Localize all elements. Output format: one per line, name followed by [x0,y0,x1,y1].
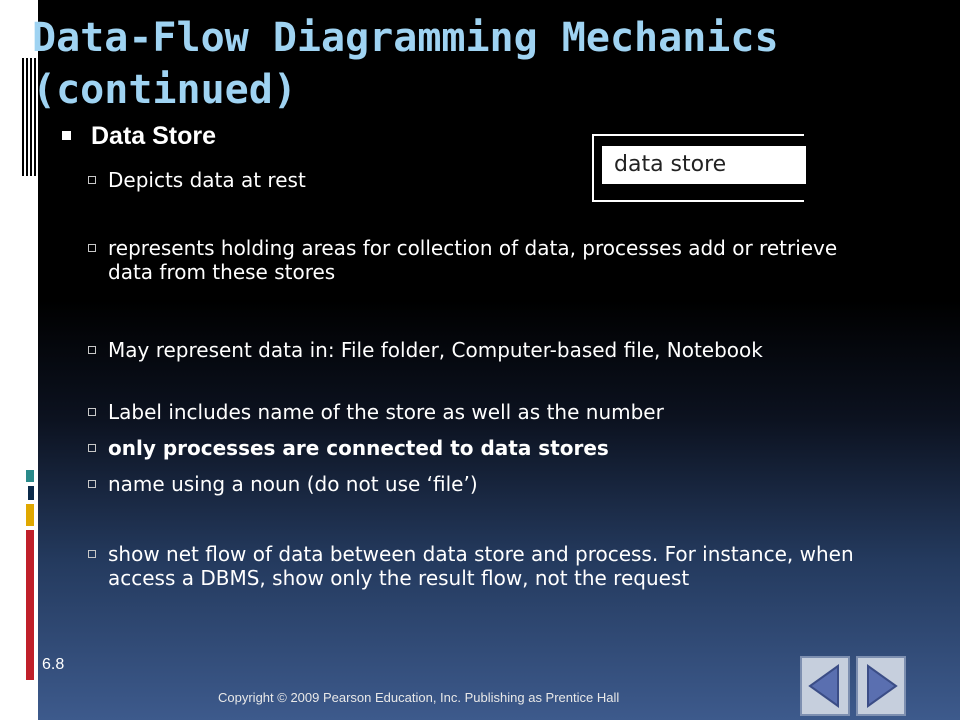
square-bullet-icon [62,130,71,140]
list-item: show net flow of data between data store… [88,542,888,590]
hollow-square-bullet-icon [88,244,96,252]
hollow-square-bullet-icon [88,408,96,416]
bullet-text: only processes are connected to data sto… [108,436,609,460]
copyright-notice: Copyright © 2009 Pearson Education, Inc.… [218,690,620,705]
list-item: only processes are connected to data sto… [88,436,888,460]
hollow-square-bullet-icon [88,346,96,354]
triangle-left-icon [808,664,839,708]
data-store-symbol [592,134,804,202]
data-store-symbol-label: data store [602,146,806,184]
hollow-square-bullet-icon [88,176,96,184]
heading-data-store: Data Store [60,122,216,151]
heading-text: Data Store [91,122,217,150]
list-item: represents holding areas for collection … [88,236,888,284]
previous-slide-button[interactable] [800,656,850,716]
list-item: May represent data in: File folder, Comp… [88,338,888,362]
bullet-text: Depicts data at rest [108,168,306,192]
bullet-text: show net flow of data between data store… [108,542,854,590]
hollow-square-bullet-icon [88,480,96,488]
list-item: Depicts data at rest [88,168,888,192]
next-slide-button[interactable] [856,656,906,716]
slide-number: 6.8 [42,656,65,673]
bullet-text: represents holding areas for collection … [108,236,838,284]
accent-navy [28,486,34,500]
slide-title: Data-Flow Diagramming Mechanics (continu… [32,15,779,113]
bullet-text: Label includes name of the store as well… [108,400,664,424]
hollow-square-bullet-icon [88,550,96,558]
bullet-text: name using a noun (do not use ‘file’) [108,472,478,496]
triangle-right-icon [867,664,898,708]
list-item: name using a noun (do not use ‘file’) [88,472,888,496]
accent-red [26,530,34,680]
left-decor-strip [0,0,38,720]
list-item: Label includes name of the store as well… [88,400,888,424]
decor-lines [22,58,38,176]
accent-gold [26,504,34,526]
bullet-text: May represent data in: File folder, Comp… [108,338,763,362]
accent-teal [26,470,34,482]
hollow-square-bullet-icon [88,444,96,452]
